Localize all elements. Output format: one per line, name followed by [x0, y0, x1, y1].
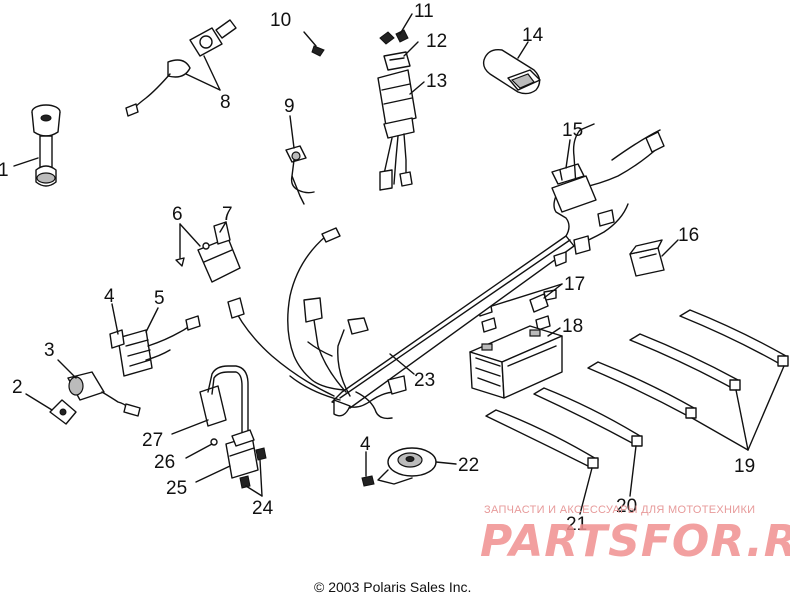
- callout-13: 13: [426, 71, 447, 92]
- part-4-screw-lower: [361, 475, 375, 487]
- callout-1: 1: [0, 160, 9, 181]
- part-8-sensor: [125, 19, 237, 117]
- callout-18: 18: [562, 316, 583, 337]
- leader-lines: [13, 13, 785, 515]
- callout-21: 21: [566, 514, 587, 535]
- callout-4-lower: 4: [360, 434, 371, 455]
- part-25-ignition-coil: [225, 429, 259, 479]
- callout-17: 17: [564, 274, 585, 295]
- callout-20: 20: [616, 496, 637, 517]
- part-7-module: [197, 221, 241, 283]
- callout-7: 7: [222, 204, 233, 225]
- callout-15: 15: [562, 120, 583, 141]
- part-21-cable-tie: [485, 409, 599, 469]
- callout-9: 9: [284, 96, 295, 117]
- callout-4-upper: 4: [104, 286, 115, 307]
- callout-10: 10: [270, 10, 291, 31]
- callout-19: 19: [734, 456, 755, 477]
- callout-22: 22: [458, 455, 479, 476]
- part-19-cable-ties: [587, 309, 789, 419]
- part-24-bolts: [239, 447, 267, 489]
- part-23-wiring-harness: [227, 123, 665, 420]
- part-27-spark-plug-cap: [199, 365, 249, 437]
- callout-6: 6: [172, 204, 183, 225]
- part-13-cdi-module: [377, 69, 417, 191]
- watermark-tagline: ЗАПЧАСТИ И АКСЕССУАРЫ ДЛЯ МОТОТЕХНИКИ: [484, 504, 755, 516]
- watermark: ЗАПЧАСТИ И АКСЕССУАРЫ ДЛЯ МОТОТЕХНИКИ PA…: [480, 504, 790, 567]
- callout-23: 23: [414, 370, 435, 391]
- part-12-connector-cap: [383, 51, 411, 71]
- copyright-text: © 2003 Polaris Sales Inc.: [314, 579, 471, 595]
- callout-8: 8: [220, 92, 231, 113]
- part-1-key-switch: [31, 104, 61, 187]
- part-3-switch: [67, 371, 141, 417]
- part-22-horn: [377, 447, 437, 485]
- part-5-relay-harness: [109, 315, 201, 377]
- watermark-brand: PARTSFOR.RU: [480, 516, 790, 567]
- callout-11: 11: [414, 1, 434, 22]
- callout-2: 2: [12, 377, 23, 398]
- callout-5: 5: [154, 288, 165, 309]
- callout-27: 27: [142, 430, 163, 451]
- part-16-relay: [629, 239, 665, 277]
- part-20-cable-tie: [533, 387, 643, 447]
- part-10-pin: [311, 45, 325, 57]
- part-2-bracket: [49, 399, 77, 425]
- part-6-screw: [175, 257, 185, 267]
- callout-25: 25: [166, 478, 187, 499]
- part-11-clip: [379, 29, 409, 45]
- callout-26: 26: [154, 452, 175, 473]
- part-26-washer: [210, 438, 218, 446]
- part-18-battery: [469, 325, 563, 399]
- callout-labels: 1 2 3 4 4 5 6 7 8 9 10 11 12 13 14 15 16…: [0, 1, 755, 535]
- callout-16: 16: [678, 225, 699, 246]
- part-14-cover: [482, 49, 541, 95]
- callout-3: 3: [44, 340, 55, 361]
- callout-12: 12: [426, 31, 447, 52]
- callout-14: 14: [522, 25, 544, 46]
- part-9-sender: [285, 145, 315, 205]
- callout-24: 24: [252, 498, 274, 519]
